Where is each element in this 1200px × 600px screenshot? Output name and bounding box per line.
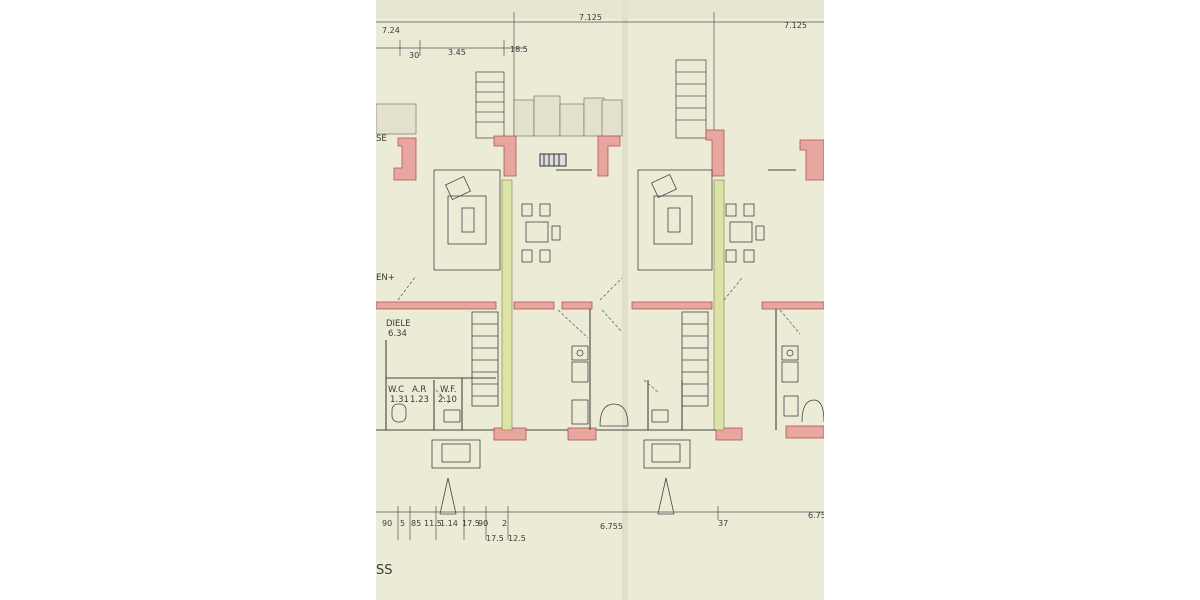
blueprint-photo: 7.24 7.125 7.125 30 3.45 18.5 bbox=[376, 0, 824, 600]
dim-bottom-7: 90 bbox=[478, 519, 488, 528]
label-ar-area: 1.23 bbox=[410, 395, 429, 405]
dim-bottom-12: 17.5 bbox=[486, 534, 504, 543]
dim-bottom-5: 1.14 bbox=[440, 519, 458, 528]
bathroom-fixtures bbox=[391, 403, 669, 423]
paper-fold bbox=[622, 0, 628, 600]
window-grate bbox=[539, 153, 567, 167]
exterior-walls bbox=[376, 129, 824, 441]
dim-bottom-3: 85 bbox=[411, 519, 421, 528]
label-wf-name: W.F. bbox=[440, 385, 456, 395]
dim-bottom-13: 12.5 bbox=[508, 534, 526, 543]
interior-staircases bbox=[471, 311, 709, 407]
entrance-canopies bbox=[431, 439, 691, 515]
label-se-fragment: SE bbox=[376, 134, 387, 144]
top-dimension-lines bbox=[376, 12, 824, 140]
label-ar-name: A.R bbox=[412, 385, 426, 395]
exterior-stairs bbox=[475, 59, 707, 139]
bottom-dimension-lines bbox=[376, 506, 824, 540]
dim-bottom-6: 17.5 bbox=[462, 519, 480, 528]
label-diele-name: DIELE bbox=[386, 319, 411, 329]
dim-bottom-8: 2 bbox=[502, 519, 507, 528]
dim-bottom-9: 6.755 bbox=[600, 522, 623, 531]
dim-bottom-1: 90 bbox=[382, 519, 392, 528]
label-wf-area: 2.10 bbox=[438, 395, 457, 405]
dim-bottom-2: 5 bbox=[400, 519, 405, 528]
kitchen-fixtures bbox=[571, 345, 824, 427]
dim-top-2: 7.125 bbox=[579, 13, 602, 22]
dim-top-5: 3.45 bbox=[448, 48, 466, 57]
dim-top-1: 7.24 bbox=[382, 26, 400, 35]
door-swings bbox=[397, 275, 801, 405]
party-walls bbox=[501, 179, 725, 431]
label-wc-area: 1.31 bbox=[390, 395, 409, 405]
floor-plan-drawing: 7.24 7.125 7.125 30 3.45 18.5 bbox=[376, 0, 824, 600]
living-room-furniture bbox=[433, 169, 713, 271]
terrace-paving bbox=[376, 95, 623, 137]
dim-bottom-4: 11.5 bbox=[424, 519, 442, 528]
dining-furniture bbox=[521, 203, 765, 263]
dim-bottom-11: 6.75 bbox=[808, 511, 824, 520]
dim-top-3: 7.125 bbox=[784, 21, 807, 30]
dim-top-4: 30 bbox=[409, 51, 419, 60]
title-fragment: SS bbox=[376, 563, 393, 578]
dim-bottom-10: 37 bbox=[718, 519, 728, 528]
label-diele-area: 6.34 bbox=[388, 329, 407, 339]
label-wc-name: W.C bbox=[388, 385, 404, 395]
paper-edge bbox=[376, 0, 824, 18]
dim-top-6: 18.5 bbox=[510, 45, 528, 54]
label-dielen-fragment: EN+ bbox=[376, 273, 395, 283]
